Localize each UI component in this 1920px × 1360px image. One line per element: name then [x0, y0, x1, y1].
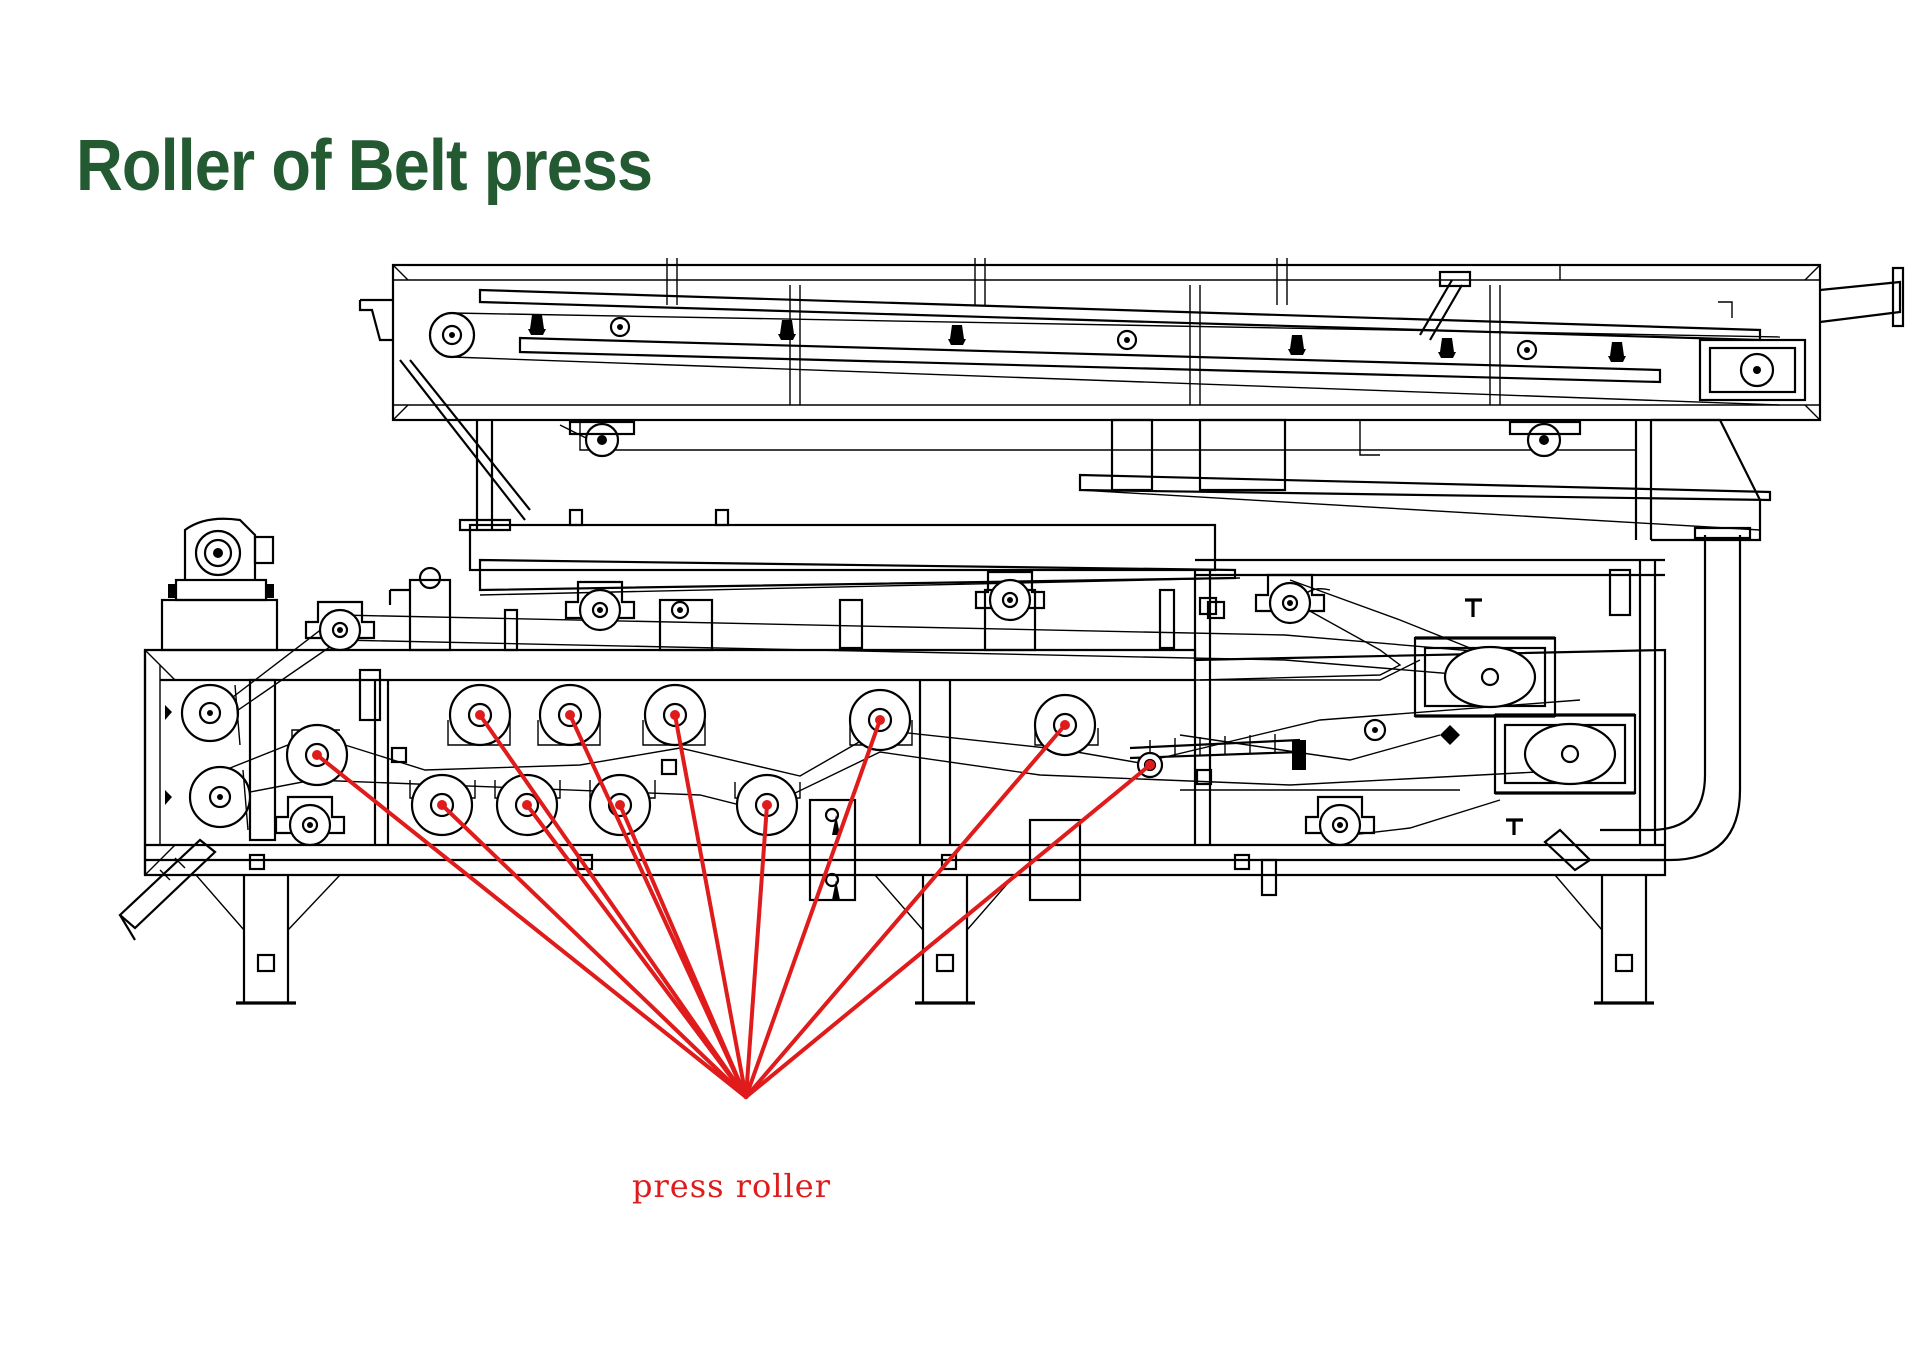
wedge-zone-table	[388, 508, 1241, 652]
press-roller-label: press roller	[632, 1167, 831, 1205]
guide-rollers	[165, 570, 1460, 900]
callout-leader-lines	[315, 713, 1152, 1099]
drive-roller-blocks	[1413, 636, 1637, 795]
upper-bearing-roller-2	[304, 600, 376, 652]
page-title: Roller of Belt press	[76, 126, 653, 206]
support-legs	[195, 873, 1656, 1005]
upper-bearing-roller-3	[974, 570, 1046, 622]
drive-motor	[160, 517, 279, 652]
upper-bearing-roller-4	[1254, 573, 1326, 625]
press-roller-callout	[312, 710, 1155, 1099]
callout-target-dots	[312, 710, 1155, 810]
pressure-plates	[1129, 734, 1306, 770]
lower-frame	[143, 558, 1667, 902]
support-structure	[399, 359, 1772, 542]
discharge-chute	[118, 838, 217, 941]
upper-frame	[358, 258, 1905, 422]
lower-bearing-roller-1	[1304, 795, 1376, 847]
lower-bearing-roller-2	[274, 795, 346, 847]
press-rollers	[285, 683, 1164, 837]
wash-water-pipe	[1543, 526, 1752, 872]
